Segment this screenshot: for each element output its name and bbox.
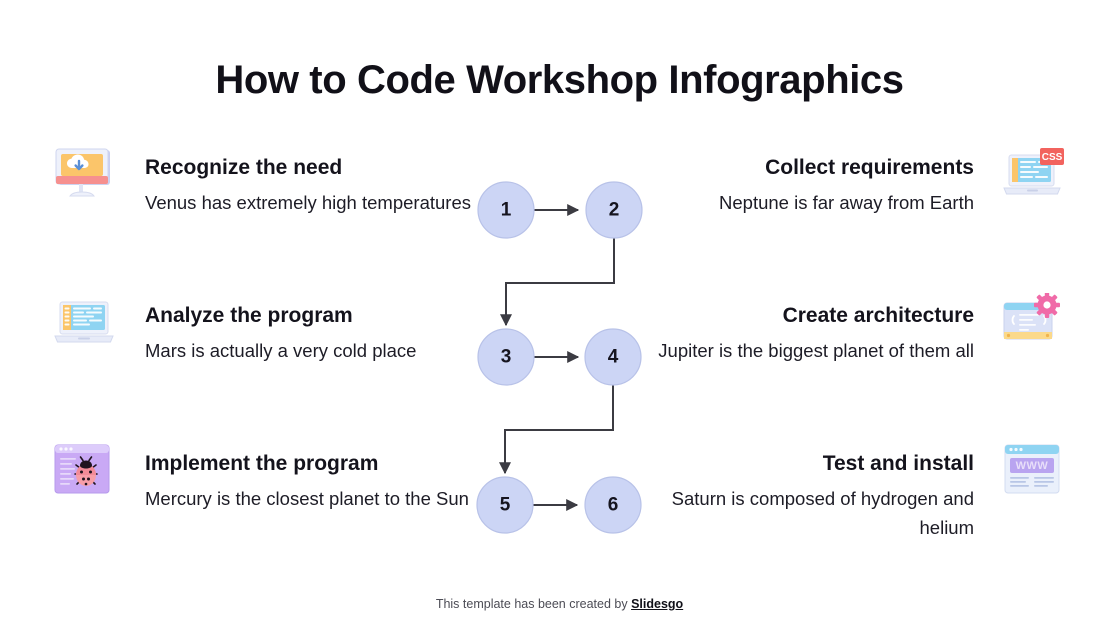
step-heading: Test and install xyxy=(822,452,974,475)
icon-www-label: WWW xyxy=(1016,460,1049,472)
flow-node-4[interactable]: 4 xyxy=(584,328,642,386)
flow-node-label: 3 xyxy=(501,347,512,368)
step-body: Jupiter is the biggest planet of them al… xyxy=(658,340,974,362)
step-heading: Implement the program xyxy=(145,452,379,475)
flow-node-label: 5 xyxy=(500,495,511,516)
step-block-implement-the-program: Implement the program Mercury is the clo… xyxy=(145,451,475,513)
flow-node-3[interactable]: 3 xyxy=(477,328,535,386)
icon-css-label: CSS xyxy=(1042,152,1063,163)
footer-credit: This template has been created by Slides… xyxy=(0,597,1119,611)
step-heading: Create architecture xyxy=(782,304,974,327)
step-heading: Recognize the need xyxy=(145,156,343,179)
flow-node-5[interactable]: 5 xyxy=(476,476,534,534)
connector-4-to-5 xyxy=(499,385,614,475)
flow-node-label: 6 xyxy=(608,495,619,516)
laptop-css-tag-icon: CSS xyxy=(1002,146,1066,202)
flow-node-label: 2 xyxy=(609,200,620,221)
page-title: How to Code Workshop Infographics xyxy=(215,58,904,102)
code-window-gear-icon xyxy=(1000,293,1064,349)
step-body: Neptune is far away from Earth xyxy=(719,192,974,214)
laptop-code-editor-icon xyxy=(52,296,116,352)
browser-bug-debug-icon xyxy=(50,441,114,497)
flow-node-1[interactable]: 1 xyxy=(477,181,535,239)
step-block-recognize-the-need: Recognize the need Venus has extremely h… xyxy=(145,155,475,217)
step-heading: Analyze the program xyxy=(145,304,353,327)
step-block-analyze-the-program: Analyze the program Mars is actually a v… xyxy=(145,303,475,365)
flow-node-2[interactable]: 2 xyxy=(585,181,643,239)
monitor-cloud-download-icon xyxy=(52,146,116,202)
step-block-test-and-install: Test and install Saturn is composed of h… xyxy=(644,451,974,543)
step-body: Saturn is composed of hydrogen and heliu… xyxy=(671,488,974,539)
step-body: Mars is actually a very cold place xyxy=(145,340,417,362)
connector-2-to-3 xyxy=(500,238,615,327)
step-body: Venus has extremely high temperatures xyxy=(145,192,471,214)
step-block-collect-requirements: Collect requirements Neptune is far away… xyxy=(644,155,974,217)
step-body: Mercury is the closest planet to the Sun xyxy=(145,488,469,510)
browser-www-icon: WWW xyxy=(1000,441,1064,497)
slidesgo-link[interactable]: Slidesgo xyxy=(631,597,684,611)
flow-node-label: 1 xyxy=(501,200,512,221)
flowchart: 1 2 3 4 5 6 xyxy=(466,170,656,550)
step-block-create-architecture: Create architecture Jupiter is the bigge… xyxy=(644,303,974,365)
step-heading: Collect requirements xyxy=(765,156,974,179)
flow-node-label: 4 xyxy=(608,347,619,368)
flow-node-6[interactable]: 6 xyxy=(584,476,642,534)
footer-text: This template has been created by xyxy=(435,597,632,611)
